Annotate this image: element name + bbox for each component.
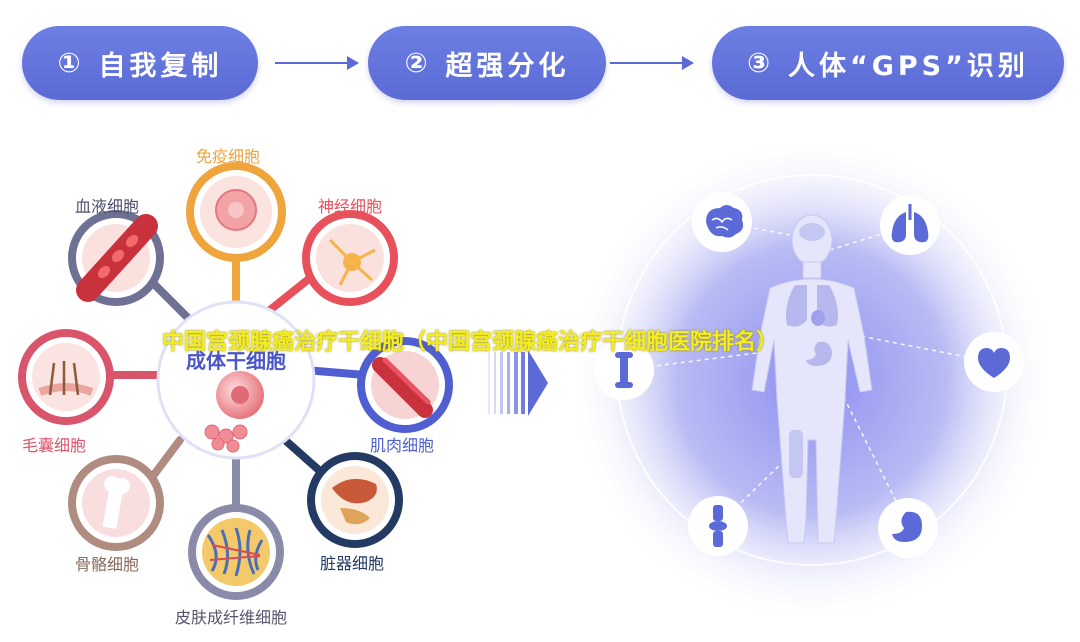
- transition-arrow: [488, 350, 548, 416]
- label-skin-fibroblast-cell: 皮肤成纤维细胞: [175, 608, 288, 627]
- brain-icon: [706, 205, 744, 238]
- heart-icon: [978, 348, 1010, 378]
- step-3-pill: ③ 人体“GPS”识别: [712, 26, 1064, 100]
- cell-node-hair-follicle: [18, 329, 114, 425]
- label-nerve-cell: 神经细胞: [318, 197, 383, 216]
- step-2-number: ②: [404, 47, 432, 79]
- organ-heart: [964, 332, 1024, 392]
- body-lungs: [786, 285, 838, 327]
- watermark-title-overlay: 中国宫颈腺癌治疗干细胞（中国宫颈腺癌治疗干细胞医院排名）: [162, 330, 779, 355]
- body-brain: [799, 223, 825, 241]
- lungs-icon: [891, 204, 929, 243]
- label-hair-follicle-cell: 毛囊细胞: [22, 436, 87, 455]
- cell-node-immune: [186, 162, 286, 262]
- knee-joint-icon: [709, 505, 727, 547]
- step-1-number: ①: [57, 47, 85, 79]
- cell-node-bone: [68, 455, 164, 551]
- organ-brain: [692, 192, 752, 252]
- organ-lungs: [880, 195, 940, 255]
- stomach-icon: [892, 511, 922, 542]
- organ-stomach: [878, 498, 938, 558]
- label-organ-cell: 脏器细胞: [320, 554, 385, 573]
- stem-cell-diagram: [18, 135, 1057, 625]
- label-blood-cell: 血液细胞: [75, 197, 140, 216]
- step-2-label: 超强分化: [445, 50, 570, 82]
- cell-node-skin-fibroblast: [188, 504, 284, 600]
- organ-bone: [594, 340, 654, 400]
- cell-node-nerve: [302, 210, 398, 306]
- cell-node-muscle: [357, 337, 453, 433]
- body-heart: [811, 310, 825, 326]
- label-bone-cell: 骨骼细胞: [75, 555, 140, 574]
- cell-node-blood: [68, 210, 164, 306]
- cell-cluster: [204, 424, 248, 453]
- step-1-label: 自我复制: [98, 50, 223, 82]
- step-arrow-2: [610, 56, 694, 70]
- center-hub-label: 成体干细胞: [186, 349, 286, 373]
- organ-knee: [688, 496, 748, 556]
- body-knee: [789, 430, 803, 478]
- step-2-pill: ② 超强分化: [368, 26, 606, 100]
- step-1-pill: ① 自我复制: [22, 26, 258, 100]
- body-stomach: [806, 341, 832, 366]
- step-3-number: ③: [747, 47, 774, 79]
- cell-node-organ: [307, 452, 403, 548]
- label-immune-cell: 免疫细胞: [196, 147, 261, 166]
- step-arrow-1: [275, 56, 359, 70]
- label-muscle-cell: 肌肉细胞: [370, 436, 435, 455]
- step-3-label: 人体“GPS”识别: [787, 50, 1029, 82]
- bone-icon: [615, 352, 633, 388]
